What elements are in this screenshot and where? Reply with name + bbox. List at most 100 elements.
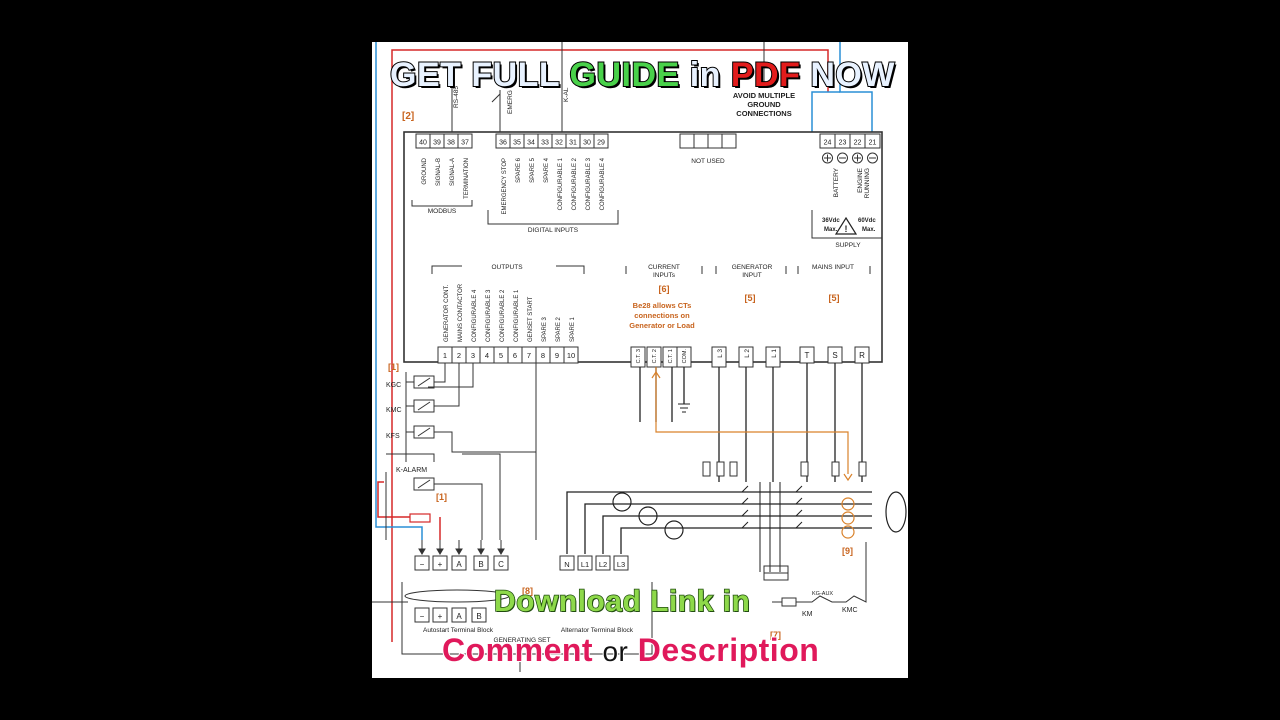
digital-signals: EMERGENCY STOP SPARE 6 SPARE 5 SPARE 4 C…: [502, 157, 606, 214]
digital-terminals: 36 35 34 33 32 31 30 29: [495, 133, 609, 149]
svg-text:7: 7: [527, 351, 531, 360]
digital-bracket: [487, 210, 619, 225]
cable-bundle: [404, 589, 510, 603]
top-banner: GET FULL GUIDE in PDF NOW: [389, 55, 895, 95]
generator-terminals: L 3 L 2 L 1: [711, 346, 781, 368]
orange-ct-wires: [651, 367, 855, 539]
svg-text:9: 9: [555, 351, 559, 360]
svg-text:L3: L3: [617, 560, 625, 569]
power-lines: [566, 363, 872, 554]
engine-running-label-1: ENGINE: [857, 167, 864, 193]
outputs-bracket: [431, 265, 585, 274]
svg-text:SPARE 4: SPARE 4: [544, 157, 550, 183]
svg-text:L 3: L 3: [717, 349, 724, 358]
svg-text:connections on: connections on: [634, 311, 690, 320]
generating-set-label: GENERATING SET: [494, 637, 551, 644]
svg-text:−: −: [420, 560, 425, 569]
svg-text:GENSET START: GENSET START: [528, 296, 534, 342]
svg-text:3: 3: [471, 351, 475, 360]
blue-wire: [375, 42, 873, 540]
svg-text:SPARE 2: SPARE 2: [556, 316, 562, 342]
avoid-note-1: AVOID MULTIPLE: [733, 91, 795, 100]
modbus-signals: GROUND SIGNAL-B SIGNAL-A TERMINATION: [422, 157, 470, 199]
svg-text:29: 29: [597, 140, 605, 147]
ground-icon: [678, 403, 690, 413]
rs485-label: RS-485: [453, 86, 460, 108]
term-39: 39: [433, 140, 441, 147]
alternator-block-label: Alternator Terminal Block: [561, 627, 634, 634]
autostart-arrows: [418, 540, 505, 555]
top-banner-guide: GUIDE: [569, 55, 681, 95]
svg-text:CONFIGURABLE 2: CONFIGURABLE 2: [500, 289, 506, 342]
svg-text:SPARE 3: SPARE 3: [542, 316, 548, 342]
not-used-label: NOT USED: [691, 158, 725, 165]
avoid-note-2: GROUND: [747, 100, 781, 109]
current-bracket: [625, 266, 703, 274]
switch-contacts: [741, 482, 803, 572]
svg-text:CONFIGURABLE 1: CONFIGURABLE 1: [558, 157, 564, 210]
svg-text:23: 23: [839, 140, 847, 147]
km-coil: [781, 597, 797, 607]
kal-label: K-AL: [563, 87, 570, 102]
svg-text:36Vdc: 36Vdc: [822, 218, 840, 224]
svg-text:GENERATOR: GENERATOR: [732, 264, 773, 271]
svg-text:SPARE 5: SPARE 5: [530, 157, 536, 183]
top-wires: [451, 42, 765, 132]
kg-aux-label: KG-AUX: [812, 591, 833, 597]
svg-text:5: 5: [499, 351, 503, 360]
svg-text:MAINS CONTACTOR: MAINS CONTACTOR: [458, 283, 464, 342]
ref-9: [9]: [842, 546, 853, 556]
red-wire: [377, 49, 829, 642]
bottom-banner-description: Description: [637, 631, 820, 669]
svg-text:33: 33: [541, 140, 549, 147]
svg-text:SPARE 6: SPARE 6: [516, 157, 522, 183]
svg-text:Be28 allows CTs: Be28 allows CTs: [633, 301, 692, 310]
load-icon: [885, 491, 907, 533]
svg-text:Max.: Max.: [862, 227, 876, 233]
svg-text:31: 31: [569, 140, 577, 147]
svg-text:34: 34: [527, 140, 535, 147]
ref-7: [7]: [770, 630, 781, 640]
svg-text:CONFIGURABLE 1: CONFIGURABLE 1: [514, 289, 520, 342]
top-banner-now: NOW: [809, 55, 895, 95]
svg-text:GROUND: GROUND: [422, 157, 428, 184]
svg-text:A: A: [456, 612, 462, 621]
ref-6: [6]: [659, 284, 670, 294]
bottom-banner-comment: Comment: [441, 631, 594, 669]
current-transformer-icons: [612, 492, 684, 540]
wiring-diagram-panel: AVOID MULTIPLE GROUND CONNECTIONS [2] RS…: [372, 42, 908, 678]
term-40: 40: [419, 140, 427, 147]
genset-outline: [401, 582, 653, 655]
svg-text:C.T. 2: C.T. 2: [652, 349, 658, 363]
mains-terminals: T S R: [799, 346, 870, 364]
ct-terminals: C.T. 3 C.T. 2 C.T. 1 COM.: [630, 346, 692, 368]
svg-text:22: 22: [854, 140, 862, 147]
svg-text:−: −: [420, 612, 425, 621]
ref-5a: [5]: [745, 293, 756, 303]
svg-text:L2: L2: [599, 560, 607, 569]
svg-text:32: 32: [555, 140, 563, 147]
avoid-note-3: CONNECTIONS: [736, 109, 791, 118]
emerg-label: EMERG: [507, 90, 514, 114]
svg-text:30: 30: [583, 140, 591, 147]
battery-label: BATTERY: [833, 167, 840, 197]
svg-text:T: T: [805, 351, 810, 360]
svg-text:A: A: [456, 560, 462, 569]
svg-text:L 1: L 1: [771, 349, 778, 358]
kmc-label: KMC: [386, 407, 402, 414]
svg-text:4: 4: [485, 351, 489, 360]
svg-text:CONFIGURABLE 3: CONFIGURABLE 3: [486, 289, 492, 342]
ref-8: [8]: [522, 586, 533, 596]
bottom-block-terminals: [414, 607, 487, 623]
svg-text:C: C: [498, 560, 504, 569]
svg-text:2: 2: [457, 351, 461, 360]
relay-wires: [385, 363, 537, 540]
supply-group-label: SUPPLY: [835, 242, 861, 249]
ref-1a: [1]: [388, 362, 399, 372]
svg-text:60Vdc: 60Vdc: [858, 218, 876, 224]
bottom-banner-or: or: [601, 635, 629, 668]
svg-text:24: 24: [824, 140, 832, 147]
svg-text:CONFIGURABLE 4: CONFIGURABLE 4: [600, 157, 606, 210]
svg-text:R: R: [859, 351, 865, 360]
svg-text:CONFIGURABLE 2: CONFIGURABLE 2: [572, 157, 578, 210]
